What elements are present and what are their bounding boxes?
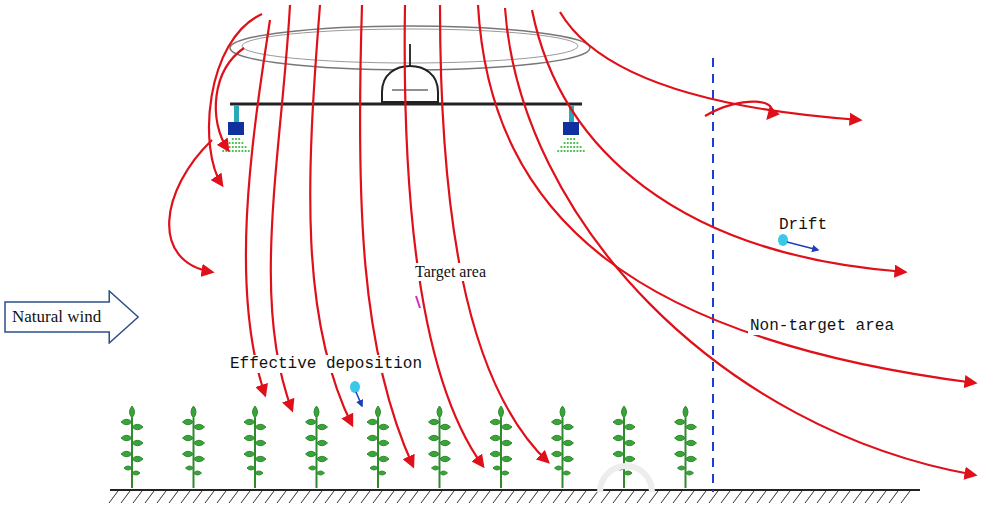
deposition-label: Effective deposition	[228, 355, 424, 373]
deposit-droplet	[350, 381, 360, 393]
target-area-label: Target area	[413, 263, 488, 281]
left-nozzle	[228, 105, 244, 135]
drift-droplet	[778, 234, 788, 246]
drone-body-seam	[392, 89, 428, 90]
ground	[109, 490, 920, 503]
drone-body	[382, 66, 438, 102]
airflow-lines	[169, 5, 975, 475]
drift-direction	[787, 242, 818, 250]
droplet-mark	[416, 296, 420, 308]
wind-label: Natural wind	[12, 307, 139, 327]
boundary-line	[712, 58, 714, 492]
spray-droplets	[222, 138, 585, 152]
watermark-shape	[600, 466, 652, 492]
wind-arrow: Natural wind	[4, 290, 139, 344]
drift-label: Drift	[777, 216, 829, 234]
deposit-direction	[356, 392, 362, 406]
non-target-label: Non-target area	[748, 317, 896, 335]
crop-plants	[121, 406, 697, 488]
